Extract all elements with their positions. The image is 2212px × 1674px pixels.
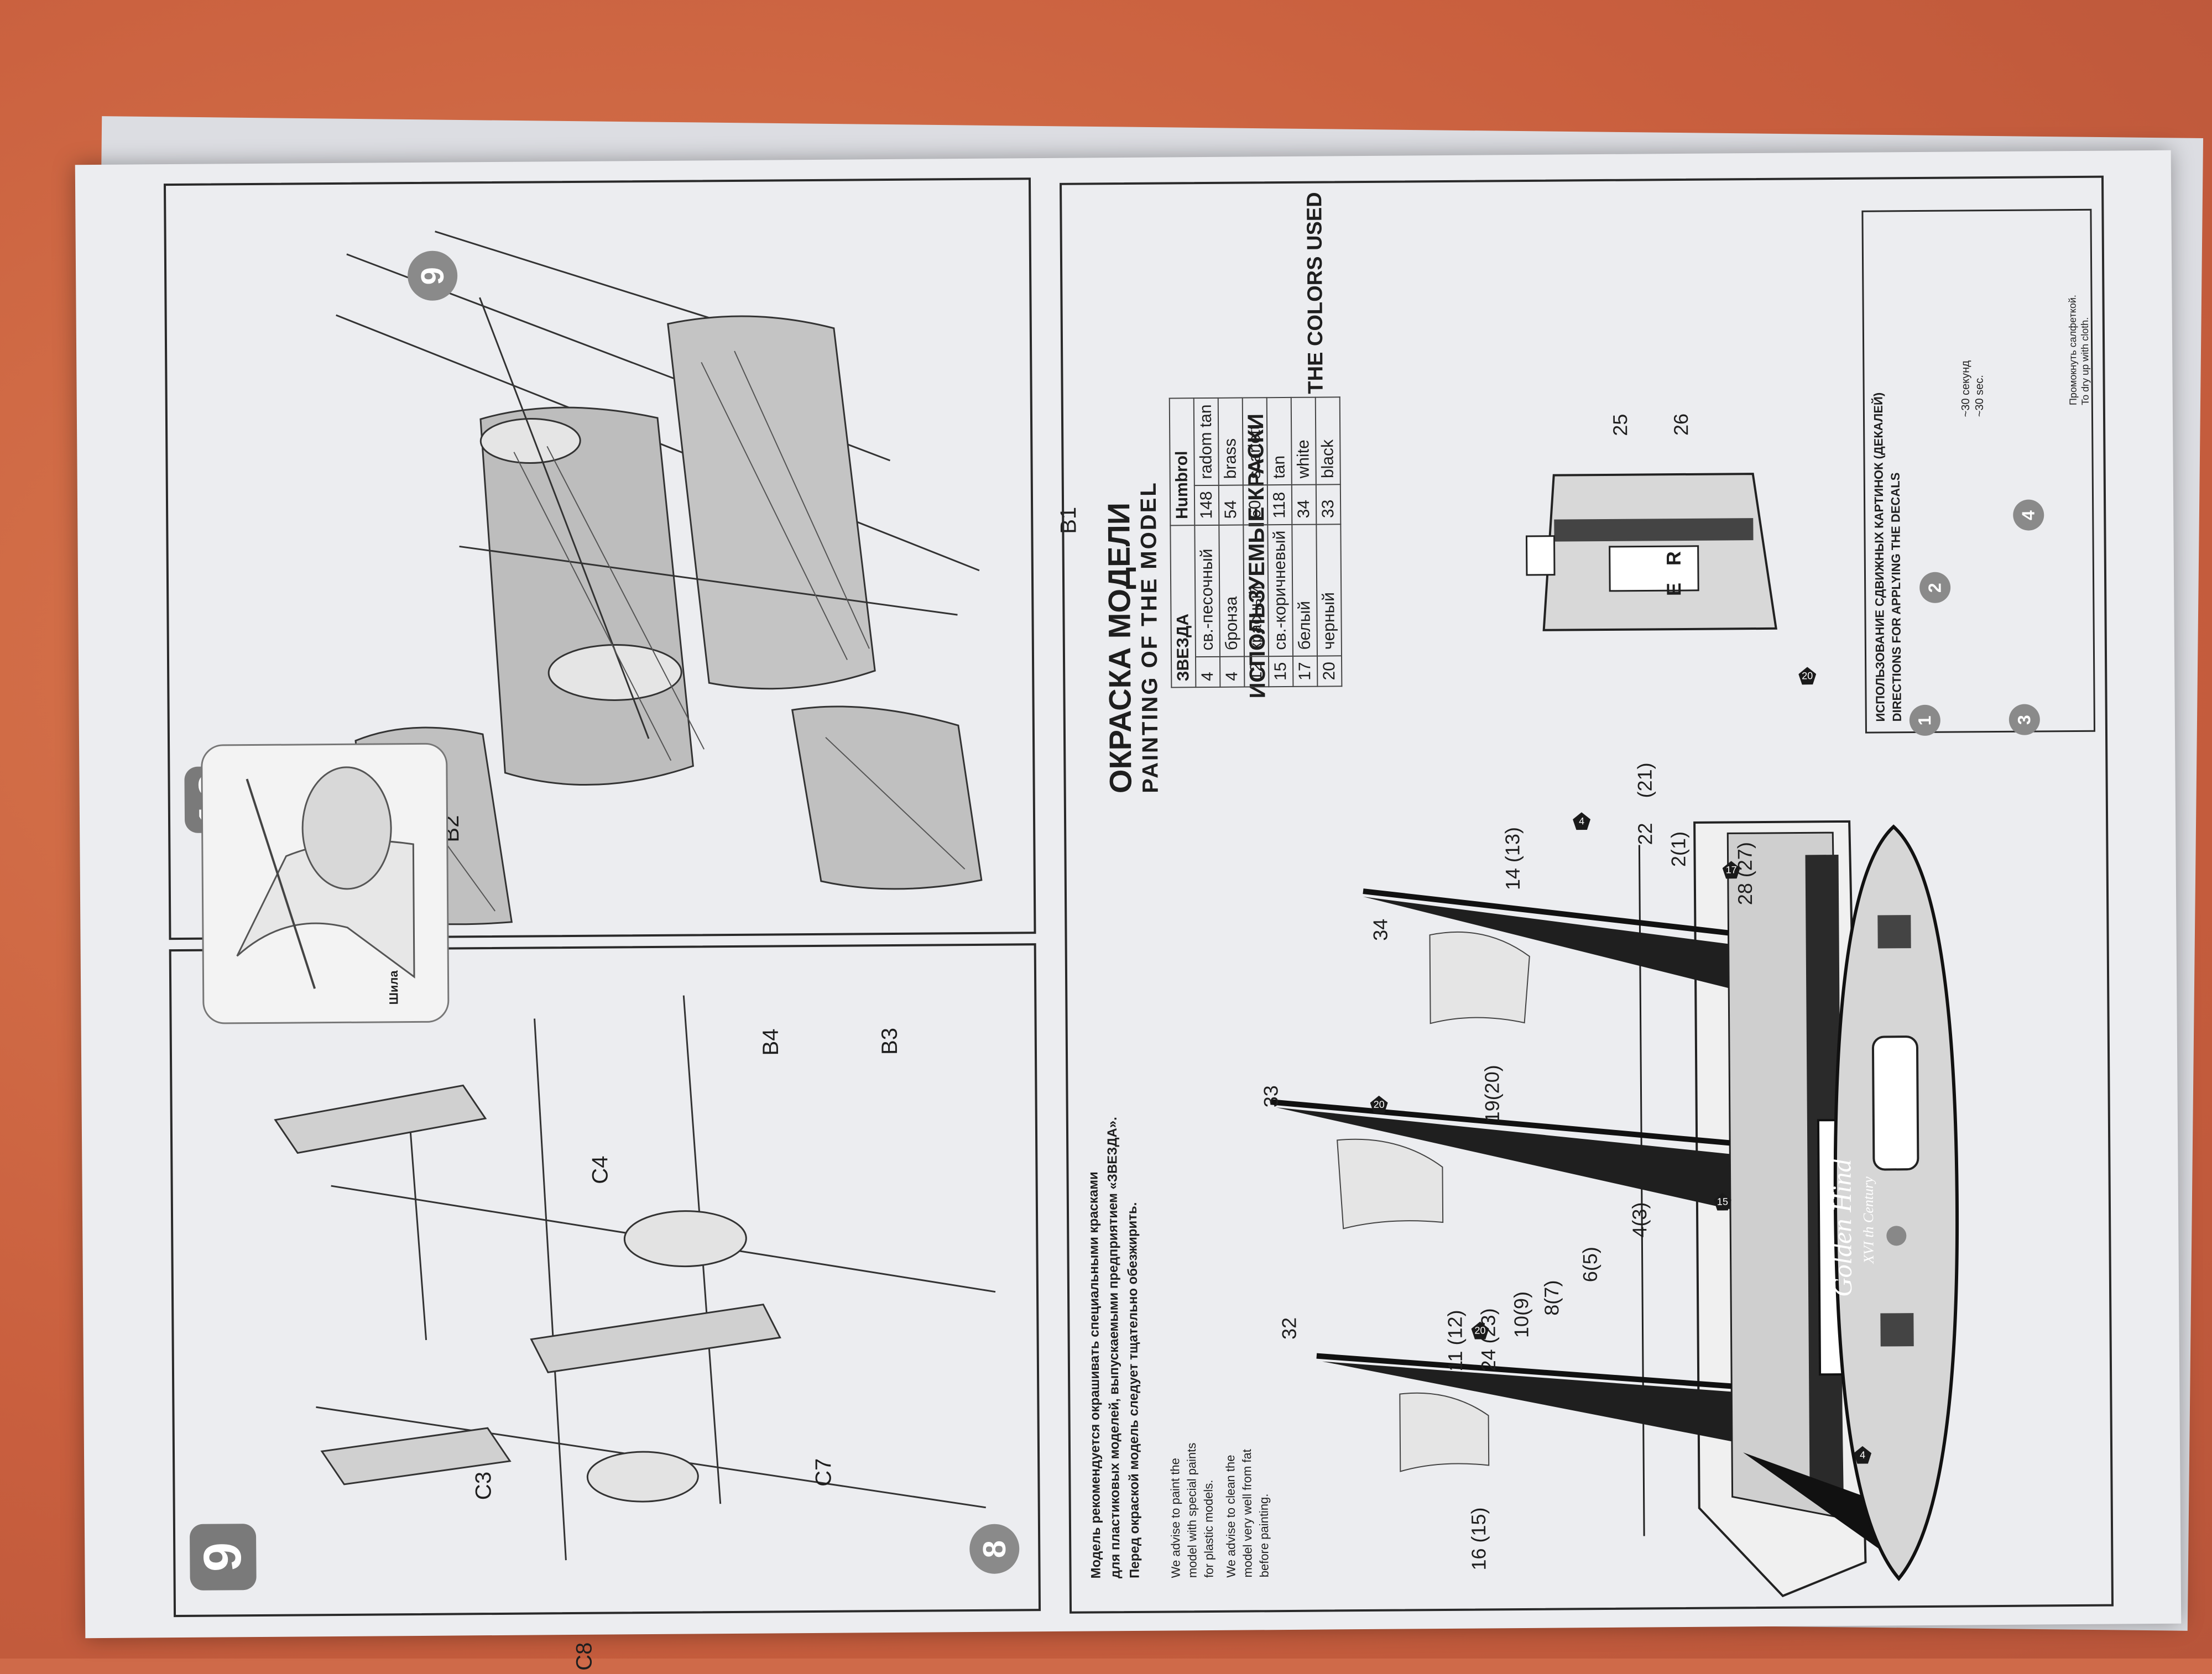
- humbrol-number: 60: [1243, 484, 1268, 525]
- zvezda-code: 17: [1292, 656, 1318, 687]
- callout-circle-8: 8: [969, 1524, 1020, 1574]
- callout-c3: C3: [471, 1471, 496, 1500]
- humbrol-number: 34: [1291, 484, 1317, 525]
- callout-c8: C8: [572, 1642, 597, 1671]
- humbrol-number: 33: [1316, 484, 1341, 525]
- advice-ru-line-1: Модель рекомендуется окрашивать специаль…: [1086, 1171, 1104, 1579]
- advice-en-line-2: model with special paints: [1184, 1442, 1199, 1578]
- callout-16-15: 16 (15): [1467, 1507, 1490, 1571]
- decal-note-1-ru: ~30 секунд: [1959, 360, 1973, 417]
- zvezda-code: 15: [1268, 656, 1293, 687]
- ship-name: Golden Hind: [1827, 1159, 1858, 1298]
- callout-34: 34: [1369, 918, 1392, 941]
- stern-letter-r: R: [1662, 551, 1685, 566]
- decal-note-2-ru: Промокнуть салфеткой.: [2067, 295, 2079, 406]
- callout-33: 33: [1259, 1085, 1282, 1108]
- callout-circle-9: 9: [407, 250, 458, 301]
- decals-title-ru: ИСПОЛЬЗОВАНИЕ СДВИЖНЫХ КАРТИНОК (ДЕКАЛЕЙ…: [1871, 392, 1887, 722]
- advice-ru-line-2: для пластиковых моделей, выпускаемыми пр…: [1104, 1117, 1123, 1579]
- color-name-en: white: [1291, 397, 1316, 485]
- hand-sketch: [236, 766, 415, 989]
- callout-32: 32: [1277, 1317, 1301, 1340]
- decal-step-1: 1: [1909, 704, 1941, 736]
- colors-used-en: THE COLORS USED: [1303, 192, 1328, 394]
- callout-24-23: 24 (23): [1477, 1308, 1500, 1372]
- callout-2-1: 2(1): [1667, 831, 1690, 867]
- callout-19-20: 19(20): [1480, 1065, 1504, 1123]
- color-name-en: radom tan: [1193, 398, 1219, 485]
- callout-22: 22: [1634, 823, 1657, 845]
- color-name-ru: красный: [1243, 524, 1269, 657]
- decal-step-2: 2: [1919, 572, 1951, 603]
- callout-c4: C4: [588, 1155, 613, 1184]
- color-name-ru: белый: [1292, 524, 1317, 656]
- instruction-sheet: 9 10 9 B1 B2 B3 B4: [75, 150, 2182, 1671]
- decal-note-1-en: ~30 sec.: [1973, 374, 1986, 417]
- step-9-rigging-drawing: [274, 995, 996, 1561]
- painting-title-ru: ОКРАСКА МОДЕЛИ: [1101, 502, 1138, 794]
- callout-c7: C7: [811, 1458, 836, 1487]
- zvezda-code: 20: [1317, 655, 1342, 687]
- col-humbrol: Humbrol: [1169, 398, 1195, 526]
- color-name-ru: черный: [1316, 524, 1342, 656]
- color-name-ru: бронза: [1219, 525, 1245, 657]
- deck-top-view: [1833, 824, 1959, 1581]
- callout-8-7: 8(7): [1540, 1280, 1563, 1316]
- decal-step-3: 3: [2008, 704, 2041, 735]
- zvezda-code: 4: [1196, 656, 1220, 688]
- advice-en-line-1: We advise to paint the: [1168, 1458, 1183, 1578]
- color-name-ru: св.-песочный: [1194, 525, 1220, 657]
- callout-4-3: 4(3): [1627, 1202, 1651, 1238]
- humbrol-number: 54: [1218, 485, 1244, 525]
- color-name-en: tan: [1266, 397, 1292, 485]
- color-name-ru: св.-коричневый: [1267, 524, 1293, 656]
- humbrol-number: 118: [1267, 484, 1292, 525]
- callout-14-13: 14 (13): [1501, 826, 1524, 891]
- inset-hand-detail: Шила: [201, 742, 450, 1024]
- color-name-en: scarlett: [1242, 397, 1267, 485]
- callout-25: 25: [1608, 414, 1632, 436]
- color-table-header: ЗВЕЗДА Humbrol: [1169, 398, 1196, 688]
- painting-title-en: PAINTING OF THE MODEL: [1136, 481, 1163, 793]
- color-name-en: black: [1315, 397, 1340, 485]
- decals-title-en: DIRECTIONS FOR APPLYING THE DECALS: [1888, 472, 1904, 722]
- ship-subtitle: XVI th Century: [1860, 1176, 1877, 1264]
- decal-note-2-en: To dry up with cloth.: [2079, 317, 2091, 405]
- color-name-en: brass: [1218, 398, 1243, 485]
- advice-ru-line-3: Перед окраской модель следует тщательно …: [1124, 1202, 1142, 1579]
- decal-step-4: 4: [2013, 499, 2044, 531]
- callout-21: (21): [1633, 762, 1656, 798]
- col-zvezda: ЗВЕЗДА: [1170, 525, 1196, 688]
- stern-view: [1525, 473, 1777, 631]
- callout-11-12: 11 (12): [1443, 1310, 1467, 1372]
- humbrol-number: 148: [1194, 485, 1219, 525]
- stern-letter-e: E: [1662, 582, 1686, 597]
- zvezda-code: 4: [1220, 656, 1245, 687]
- zvezda-code: 12: [1244, 656, 1269, 687]
- callout-6-5: 6(5): [1578, 1247, 1601, 1283]
- callout-10-9: 10(9): [1510, 1291, 1533, 1338]
- callout-26: 26: [1669, 413, 1693, 436]
